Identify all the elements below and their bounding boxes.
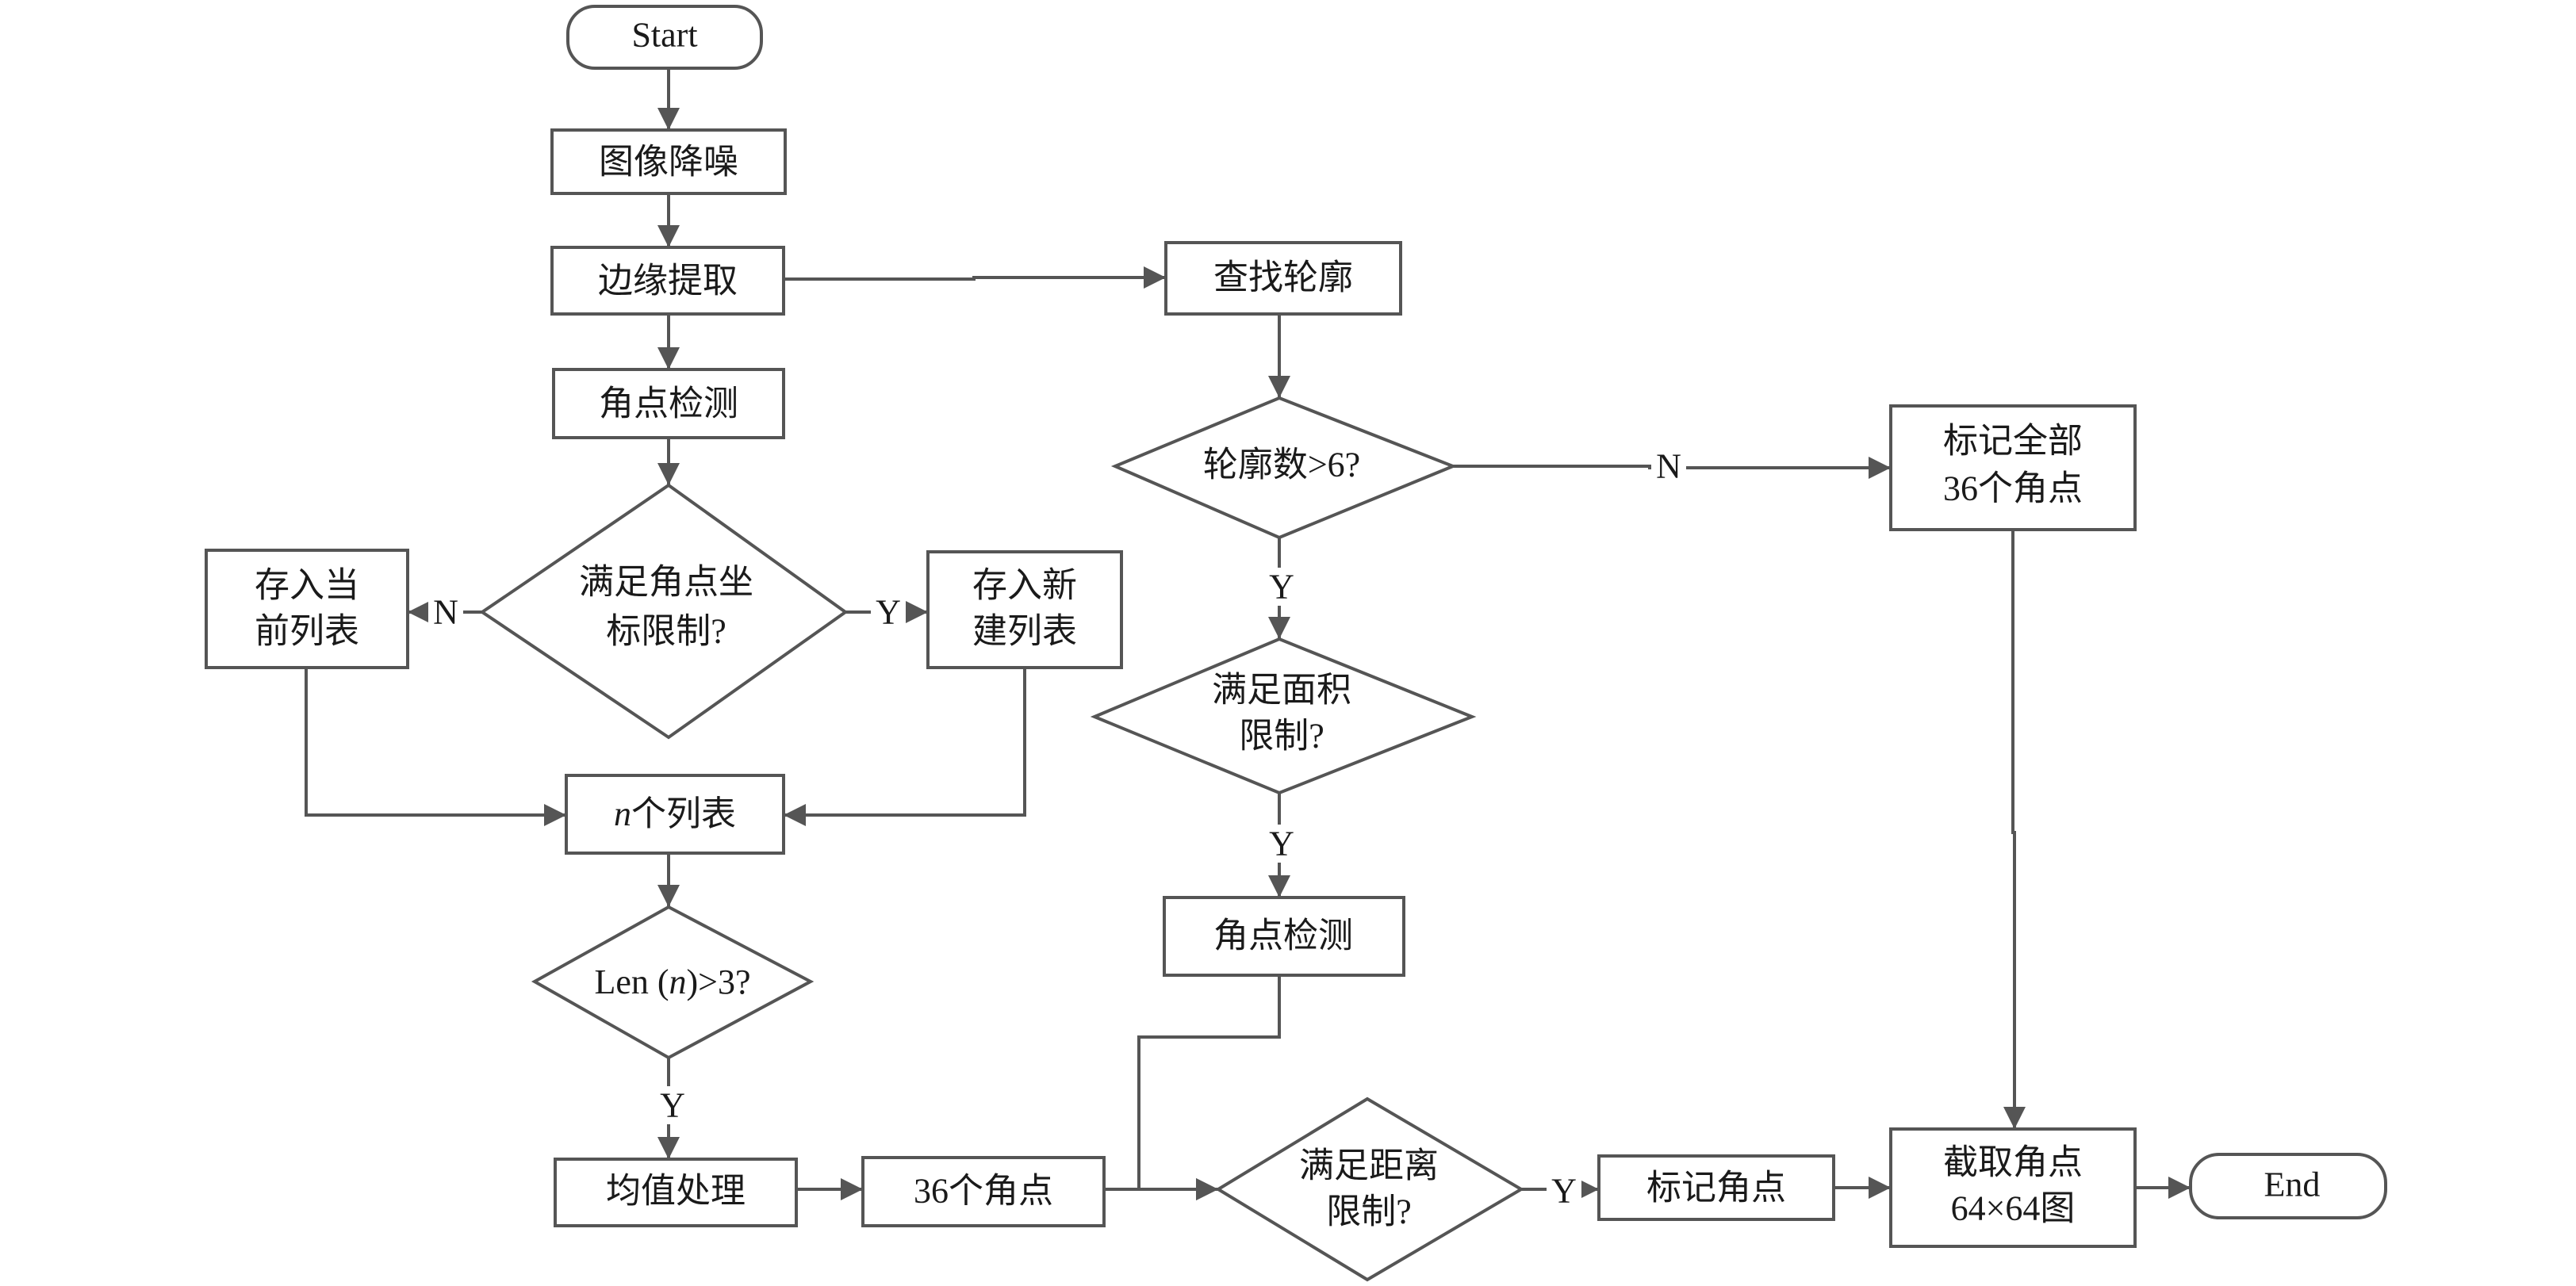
label-contour-yes: Y	[1269, 568, 1294, 607]
edge-storecur-nlists	[305, 668, 566, 826]
store-new-label-line1: 存入新	[972, 566, 1077, 605]
area-limit-decision: 满足面积 限制?	[1090, 637, 1477, 795]
crop-label-line2: 64×64图	[1951, 1189, 2076, 1228]
label-area-yes: Y	[1269, 825, 1294, 863]
len-label: Len (n)>3?	[594, 963, 750, 1001]
distance-limit-label-line2: 限制?	[1326, 1192, 1412, 1231]
label-coord-no: N	[433, 593, 458, 632]
corner-detect2-node: 角点检测	[1163, 896, 1405, 977]
edge-storenew-nlists	[784, 668, 1026, 826]
mean-node: 均值处理	[554, 1158, 798, 1227]
store-current-node: 存入当 前列表	[205, 549, 409, 669]
edge-markall-crop	[2003, 530, 2026, 1129]
end-label: End	[2264, 1165, 2321, 1204]
corners-36-label: 36个角点	[914, 1172, 1053, 1211]
edge-extract-label: 边缘提取	[598, 262, 738, 300]
denoise-node: 图像降噪	[550, 128, 787, 195]
contour-count-label: 轮廓数>6?	[1203, 446, 1360, 484]
edge-corner2-distq	[1137, 975, 1281, 1200]
contour-count-decision: 轮廓数>6?	[1110, 396, 1458, 540]
store-current-label-line1: 存入当	[255, 566, 359, 605]
denoise-label: 图像降噪	[599, 143, 738, 182]
mean-label: 均值处理	[606, 1172, 746, 1211]
label-dist-yes: Y	[1551, 1172, 1577, 1211]
mark-all-node: 标记全部 36个角点	[1889, 404, 2137, 531]
edges	[305, 70, 2191, 1200]
find-contour-node: 查找轮廓	[1164, 241, 1402, 316]
mark-all-label-line2: 36个角点	[1943, 469, 2083, 508]
coord-limit-decision: 满足角点坐 标限制?	[479, 483, 849, 740]
find-contour-label: 查找轮廓	[1213, 258, 1353, 297]
coord-limit-label-line2: 标限制?	[606, 612, 726, 651]
n-lists-node: n个列表	[565, 774, 785, 855]
label-len-yes: Y	[660, 1086, 685, 1125]
corner-detect2-label: 角点检测	[1213, 917, 1353, 955]
distance-limit-label-line1: 满足距离	[1299, 1146, 1439, 1185]
start-node: Start	[566, 5, 763, 70]
distance-limit-decision: 满足距离 限制?	[1215, 1097, 1524, 1282]
store-new-label-line2: 建列表	[972, 612, 1077, 651]
edge-labels: N Y N Y Y Y Y	[428, 447, 1686, 1211]
area-limit-label-line2: 限制?	[1239, 717, 1324, 756]
store-new-node: 存入新 建列表	[926, 550, 1123, 669]
corner-detect-label: 角点检测	[599, 385, 738, 423]
edge-edge-contour	[784, 266, 1166, 289]
crop-label-line1: 截取角点	[1943, 1143, 2083, 1182]
edge-contourq-markall	[1453, 457, 1891, 479]
coord-limit-label-line1: 满足角点坐	[579, 563, 753, 602]
end-node: End	[2189, 1153, 2387, 1219]
corner-detect-node: 角点检测	[552, 368, 785, 439]
len-decision: Len (n)>3?	[531, 905, 815, 1060]
area-limit-label-line1: 满足面积	[1212, 671, 1351, 710]
mark-corner-node: 标记角点	[1597, 1154, 1835, 1221]
edge-extract-node: 边缘提取	[550, 246, 785, 316]
label-coord-yes: Y	[876, 593, 901, 632]
store-current-label-line2: 前列表	[255, 612, 359, 651]
mark-corner-label: 标记角点	[1646, 1169, 1786, 1208]
start-label: Start	[631, 16, 697, 55]
label-contour-no: N	[1656, 447, 1681, 486]
corners-36-node: 36个角点	[861, 1156, 1106, 1227]
n-lists-label: n个列表	[614, 794, 736, 833]
mark-all-label-line1: 标记全部	[1943, 422, 2083, 461]
crop-node: 截取角点 64×64图	[1889, 1127, 2137, 1248]
